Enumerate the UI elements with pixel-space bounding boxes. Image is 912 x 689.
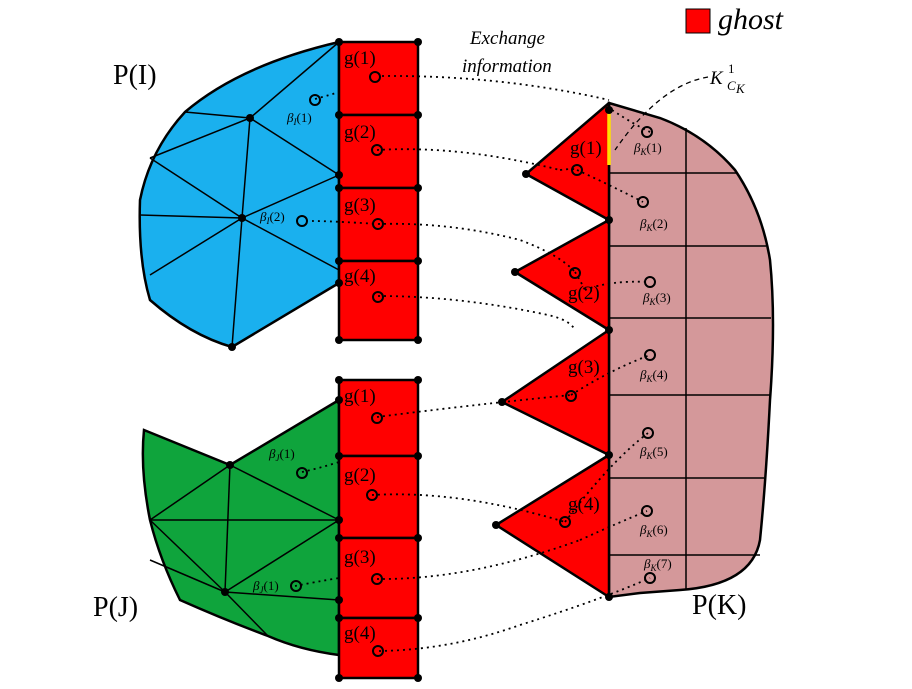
domain-pk	[607, 101, 775, 599]
svg-text:βK(6): βK(6)	[639, 522, 668, 539]
beta-label-i-1: βI(1)	[286, 110, 312, 127]
pi-mesh-lines	[139, 41, 340, 348]
svg-text:βI(2): βI(2)	[259, 209, 285, 226]
svg-text:C: C	[727, 78, 736, 93]
ghost-triangle-2	[513, 218, 611, 332]
domain-pi	[138, 40, 341, 349]
ghost-cell-l3	[337, 536, 420, 620]
svg-text:K: K	[735, 81, 746, 96]
exchange-header-line2: information	[462, 56, 552, 77]
svg-text:K: K	[709, 68, 724, 89]
ghost-cell-l4	[337, 616, 420, 680]
mesh-vertices	[221, 38, 613, 682]
ghost-column-upper	[337, 40, 420, 342]
processor-label-k: P(K)	[692, 590, 746, 621]
right-ghost-triangles	[494, 101, 611, 599]
beta-label-k-6: βK(6)	[639, 522, 668, 539]
ghost-label-upper-1: g(1)	[344, 48, 376, 69]
ghost-cell-l2	[337, 454, 420, 540]
legend: ghost	[685, 3, 784, 36]
ghost-label-upper-3: g(3)	[344, 195, 376, 216]
svg-text:βI(1): βI(1)	[286, 110, 312, 127]
beta-label-i-2: βI(2)	[259, 209, 285, 226]
ghost-label-lower-3: g(3)	[344, 547, 376, 568]
beta-label-k-4: βK(4)	[639, 367, 668, 384]
svg-text:βJ(1): βJ(1)	[252, 578, 279, 595]
processor-label-j: P(J)	[93, 592, 138, 623]
pk-grid-lines	[609, 128, 771, 590]
ghost-cell-u1	[337, 40, 420, 117]
processor-label-i: P(I)	[113, 60, 157, 91]
domain-pj	[141, 397, 341, 657]
corner-label-k: K 1 C K	[709, 61, 746, 96]
beta-label-k-7: βK(7)	[643, 556, 672, 573]
ghost-triangle-4	[494, 453, 611, 599]
svg-text:βK(2): βK(2)	[639, 216, 668, 233]
beta-label-j-1: βJ(1)	[268, 446, 295, 463]
legend-label: ghost	[718, 3, 784, 36]
svg-text:1: 1	[728, 61, 735, 76]
ghost-label-lower-2: g(2)	[344, 465, 376, 486]
beta-label-k-3: βK(3)	[642, 290, 671, 307]
svg-text:βK(3): βK(3)	[642, 290, 671, 307]
beta-label-k-2: βK(2)	[639, 216, 668, 233]
cell-centers	[290, 71, 656, 657]
ghost-label-right-3: g(3)	[568, 357, 600, 378]
ghost-label-right-2: g(2)	[568, 283, 600, 304]
ghost-column-lower	[337, 378, 420, 680]
ghost-cell-u4	[337, 259, 420, 342]
beta-label-k-5: βK(5)	[639, 444, 668, 461]
ghost-label-right-1: g(1)	[570, 138, 602, 159]
ghost-label-upper-2: g(2)	[344, 122, 376, 143]
beta-label-k-1: βK(1)	[633, 140, 662, 157]
svg-text:βK(5): βK(5)	[639, 444, 668, 461]
svg-text:βJ(1): βJ(1)	[268, 446, 295, 463]
svg-text:βK(1): βK(1)	[633, 140, 662, 157]
svg-text:βK(7): βK(7)	[643, 556, 672, 573]
ghost-label-upper-4: g(4)	[344, 266, 376, 287]
ghost-label-right-4: g(4)	[568, 494, 600, 515]
exchange-header-line1: Exchange	[469, 28, 545, 49]
beta-label-j-2: βJ(1)	[252, 578, 279, 595]
exchange-curves	[294, 75, 651, 652]
legend-swatch	[685, 8, 711, 34]
ghost-label-lower-4: g(4)	[344, 623, 376, 644]
corner-pointer	[614, 76, 709, 151]
ghost-triangle-3	[500, 328, 611, 457]
ghost-triangle-1	[524, 101, 611, 222]
svg-text:βK(4): βK(4)	[639, 367, 668, 384]
ghost-label-lower-1: g(1)	[344, 386, 376, 407]
pj-mesh-lines	[149, 464, 340, 637]
